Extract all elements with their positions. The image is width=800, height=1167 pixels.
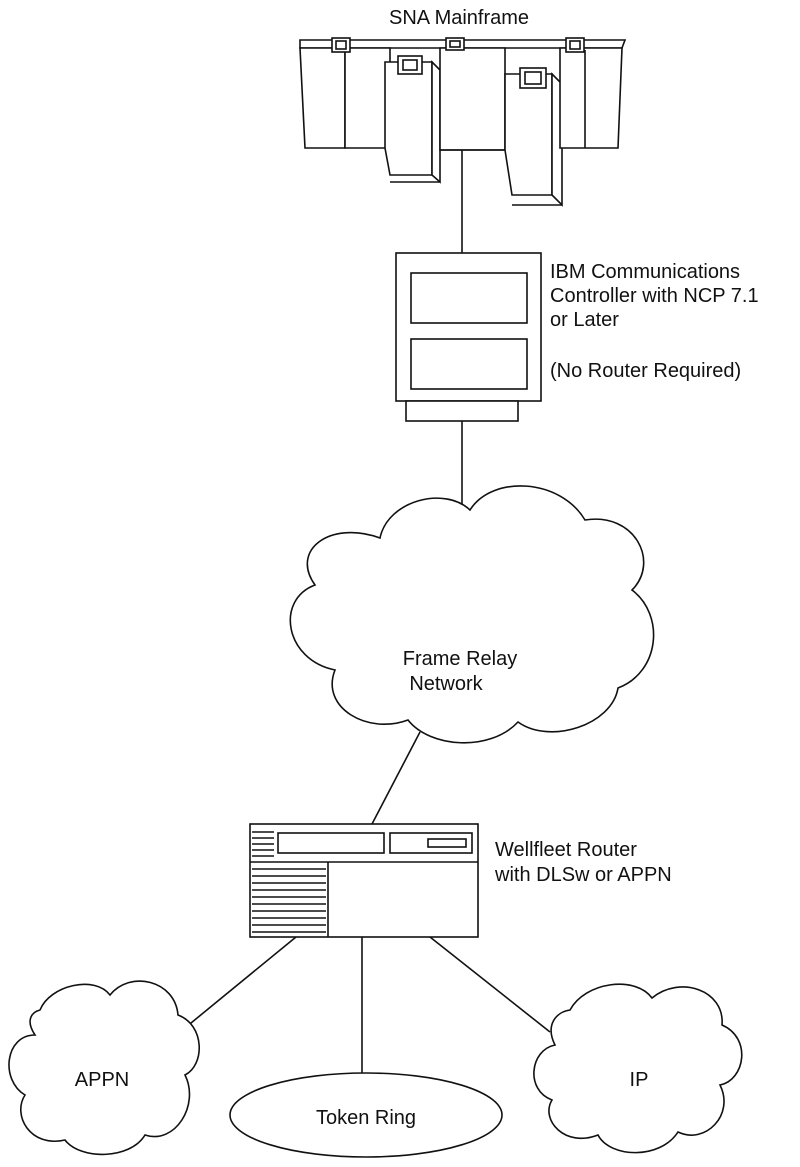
- appn-label: APPN: [75, 1069, 129, 1091]
- cloud-label-line2: Network: [409, 673, 483, 695]
- router-appn-link: [179, 936, 297, 1033]
- ip-cloud: [533, 983, 743, 1154]
- controller-note: (No Router Required): [550, 360, 741, 382]
- wellfleet-router: [249, 823, 479, 938]
- token-ring-label: Token Ring: [316, 1107, 416, 1129]
- ip-label: IP: [630, 1069, 649, 1091]
- mainframe-label: SNA Mainframe: [389, 7, 529, 29]
- router-label-line2: with DLSw or APPN: [494, 864, 672, 886]
- controller-label-line3: or Later: [550, 309, 619, 331]
- controller-label-line2: Controller with NCP 7.1: [550, 285, 759, 307]
- appn-cloud: [8, 980, 200, 1156]
- cloud-label-line1: Frame Relay: [403, 648, 517, 670]
- frame-relay-cloud: [289, 485, 655, 744]
- sna-mainframe: [299, 37, 627, 207]
- token-ring: [229, 1072, 503, 1158]
- controller-label-line1: IBM Communications: [550, 261, 740, 283]
- communications-controller: [395, 252, 542, 422]
- router-ip-link: [429, 936, 551, 1033]
- cloud-router-link: [371, 731, 421, 825]
- router-label-line1: Wellfleet Router: [495, 839, 637, 861]
